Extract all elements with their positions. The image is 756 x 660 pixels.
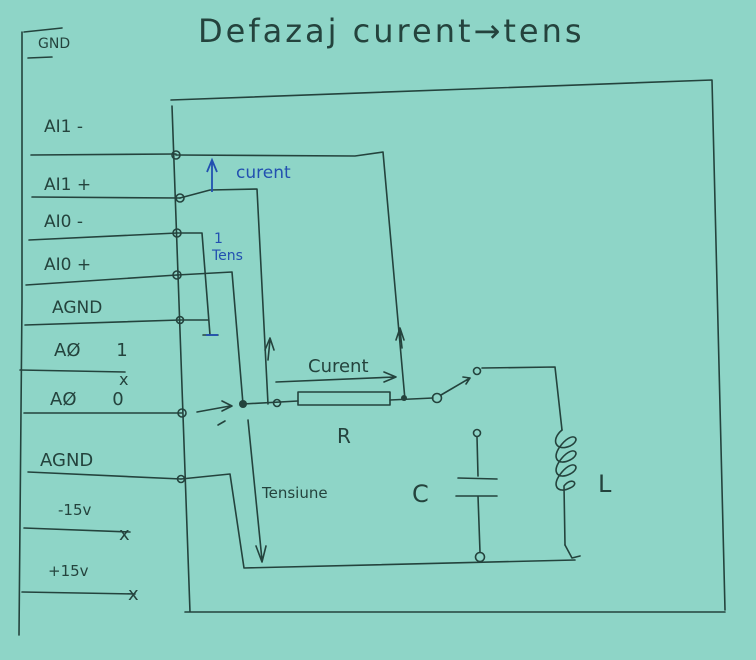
tension-label: Tensiune	[261, 484, 328, 502]
diagram-title: Defazaj curent→tens	[198, 12, 585, 50]
pin-label-ai0-minus: AI0 -	[44, 212, 83, 232]
gnd-label: GND	[38, 36, 70, 52]
current-resistor-label: Curent	[308, 356, 369, 377]
wire-ai1-minus	[175, 151, 406, 401]
wire-ao0-arrow	[196, 400, 233, 426]
x-mark-minus15v: x	[119, 524, 130, 545]
resistor-label: R	[337, 424, 351, 448]
wire-to-inductor	[481, 366, 581, 559]
inductor-label: L	[598, 470, 612, 498]
tension-down-arrow	[247, 419, 267, 563]
board-edge	[18, 27, 63, 636]
x-mark-ao1: x	[119, 370, 128, 389]
outer-box	[170, 79, 726, 613]
resistor-symbol	[297, 391, 391, 406]
pin-label-ai1-minus: AI1 -	[44, 117, 83, 137]
current-up-arrow-2	[395, 327, 405, 349]
current-arrow-blue	[206, 157, 218, 192]
pin-label-ai1-plus: AI1 +	[44, 175, 91, 195]
pin-label-agnd-2: AGND	[40, 450, 93, 471]
capacitor-label: C	[412, 480, 429, 508]
wire-main	[242, 397, 434, 405]
node-resistor-right	[401, 395, 407, 401]
pin-wires	[19, 153, 183, 595]
wire-ai0-plus	[176, 271, 244, 405]
node-ao0	[239, 400, 247, 408]
tens-one-label: 1	[214, 231, 223, 247]
x-mark-plus15v: x	[128, 584, 139, 605]
pin-label-ao1: AØ 1	[54, 340, 128, 361]
capacitor-symbol	[455, 428, 498, 563]
wire-ground-return	[180, 473, 576, 569]
pin-label-ai0-plus: AI0 +	[44, 255, 91, 275]
switch-symbol[interactable]	[431, 366, 482, 404]
pin-label-agnd: AGND	[52, 298, 102, 318]
current-up-arrow-1	[264, 337, 275, 361]
pin-label-plus15v: +15v	[48, 562, 89, 580]
connector-board: GND AI1 - AI1 + AI0 - AI0 + AGND AØ 1 AØ…	[18, 27, 183, 636]
current-resistor-arrow	[275, 371, 397, 383]
pin-label-ao0: AØ 0	[50, 389, 124, 410]
node-resistor-left	[272, 398, 282, 408]
inductor-symbol	[554, 429, 577, 546]
pin-label-minus15v: -15v	[58, 501, 91, 519]
tens-label-blue: Tens	[211, 248, 243, 264]
gnd-underline	[27, 56, 53, 59]
current-label-blue: curent	[236, 163, 291, 183]
wire-ai1-plus	[179, 188, 269, 405]
